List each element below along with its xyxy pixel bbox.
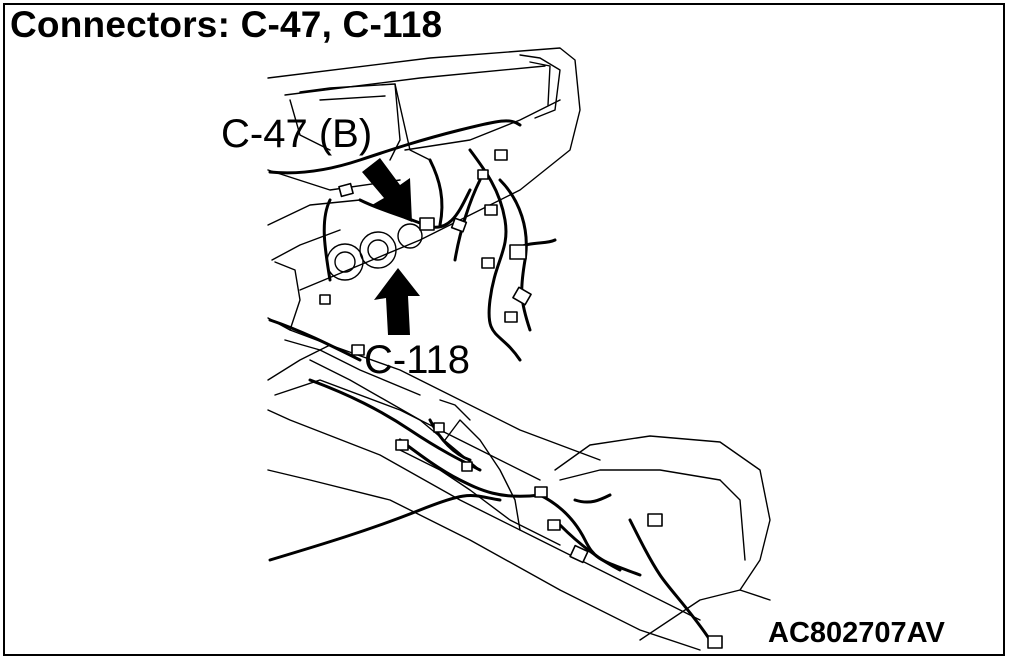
armrest (554, 435, 771, 641)
figure-id: AC802707AV (768, 617, 945, 649)
page-title: Connectors: C-47, C-118 (10, 4, 443, 45)
center-console (267, 339, 701, 651)
diagram-frame (3, 3, 1005, 656)
connector-blocks (319, 149, 723, 649)
callout-c47-label: C-47 (B) (221, 112, 373, 156)
arrow-icon-c47 (362, 158, 412, 222)
dashboard-outline (267, 47, 581, 291)
center-vents (326, 223, 423, 281)
arrow-icon-c118 (374, 268, 420, 335)
wiring-harness (268, 119, 712, 642)
callout-c118-label: C-118 (364, 338, 470, 382)
